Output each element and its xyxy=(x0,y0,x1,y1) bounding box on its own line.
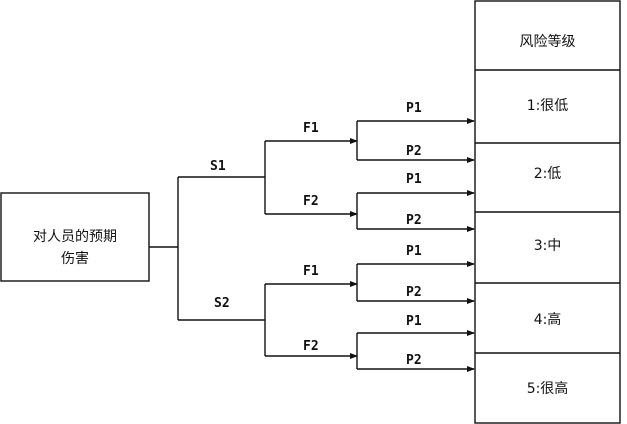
s1-label: S1 xyxy=(210,159,226,174)
p-label-1: P1 xyxy=(406,101,422,116)
p-label-3: P1 xyxy=(406,172,422,187)
root-box-label: 对人员的预期伤害 xyxy=(33,229,117,267)
p-label-5: P1 xyxy=(406,244,422,259)
f2-top-label: F2 xyxy=(303,194,319,209)
f1-bottom-label: F1 xyxy=(303,264,319,279)
s2-label: S2 xyxy=(214,296,230,311)
p-label-6: P2 xyxy=(406,285,422,300)
risk-level-3: 3:中 xyxy=(533,238,562,254)
p-label-4: P2 xyxy=(406,213,422,228)
p-label-7: P1 xyxy=(406,314,422,329)
root-box xyxy=(0,192,150,282)
risk-dividers xyxy=(475,69,620,354)
p-label-2: P2 xyxy=(406,144,422,159)
s-split-lines xyxy=(149,176,265,321)
risk-level-2: 2:低 xyxy=(533,166,562,182)
risk-level-5: 5:很高 xyxy=(526,381,569,397)
risk-level-1: 1:很低 xyxy=(526,98,569,114)
risk-header: 风险等级 xyxy=(519,34,576,50)
risk-level-4: 4:高 xyxy=(533,312,562,328)
f1-top-label: F1 xyxy=(303,121,319,136)
p-label-8: P2 xyxy=(406,353,422,368)
f2-bottom-label: F2 xyxy=(303,339,319,354)
